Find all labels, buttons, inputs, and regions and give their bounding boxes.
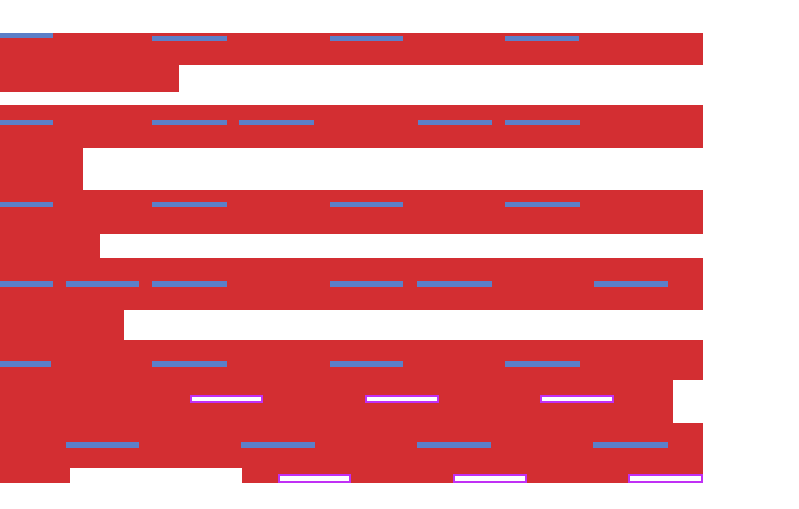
redaction-block — [0, 65, 179, 92]
redaction-block — [0, 468, 70, 483]
blue-highlight-mark — [0, 281, 53, 287]
blue-highlight-mark — [593, 442, 668, 448]
magenta-highlight-mark — [365, 395, 439, 403]
redaction-block — [0, 105, 83, 190]
blue-highlight-mark — [417, 442, 491, 448]
blue-highlight-mark — [0, 120, 53, 125]
blue-highlight-mark — [239, 120, 314, 125]
blue-highlight-mark — [505, 361, 580, 367]
blue-highlight-mark — [505, 36, 579, 41]
blue-highlight-mark — [0, 33, 53, 38]
redaction-block — [124, 268, 703, 310]
blue-highlight-mark — [330, 36, 403, 41]
magenta-highlight-mark — [540, 395, 614, 403]
blue-highlight-mark — [418, 120, 492, 125]
blue-highlight-mark — [152, 36, 227, 41]
blue-highlight-mark — [66, 281, 139, 287]
blue-highlight-mark — [0, 361, 51, 367]
blue-highlight-mark — [330, 361, 403, 367]
magenta-highlight-mark — [453, 474, 527, 483]
blue-highlight-mark — [152, 361, 227, 367]
blue-highlight-mark — [0, 202, 53, 207]
magenta-highlight-mark — [628, 474, 703, 483]
blue-highlight-mark — [505, 120, 580, 125]
redaction-block — [100, 190, 703, 234]
redaction-block — [0, 340, 703, 380]
blue-highlight-mark — [152, 202, 227, 207]
redaction-block — [100, 258, 703, 268]
blue-highlight-mark — [241, 442, 315, 448]
magenta-highlight-mark — [190, 395, 263, 403]
blue-highlight-mark — [152, 120, 227, 125]
blue-highlight-mark — [330, 202, 403, 207]
blue-highlight-mark — [417, 281, 492, 287]
blue-highlight-mark — [152, 281, 227, 287]
blue-highlight-mark — [594, 281, 668, 287]
redaction-block — [0, 268, 124, 340]
redaction-block — [83, 105, 703, 148]
magenta-highlight-mark — [278, 474, 351, 483]
blue-highlight-mark — [330, 281, 403, 287]
redaction-block — [179, 33, 703, 65]
blue-highlight-mark — [505, 202, 580, 207]
blue-highlight-mark — [66, 442, 139, 448]
